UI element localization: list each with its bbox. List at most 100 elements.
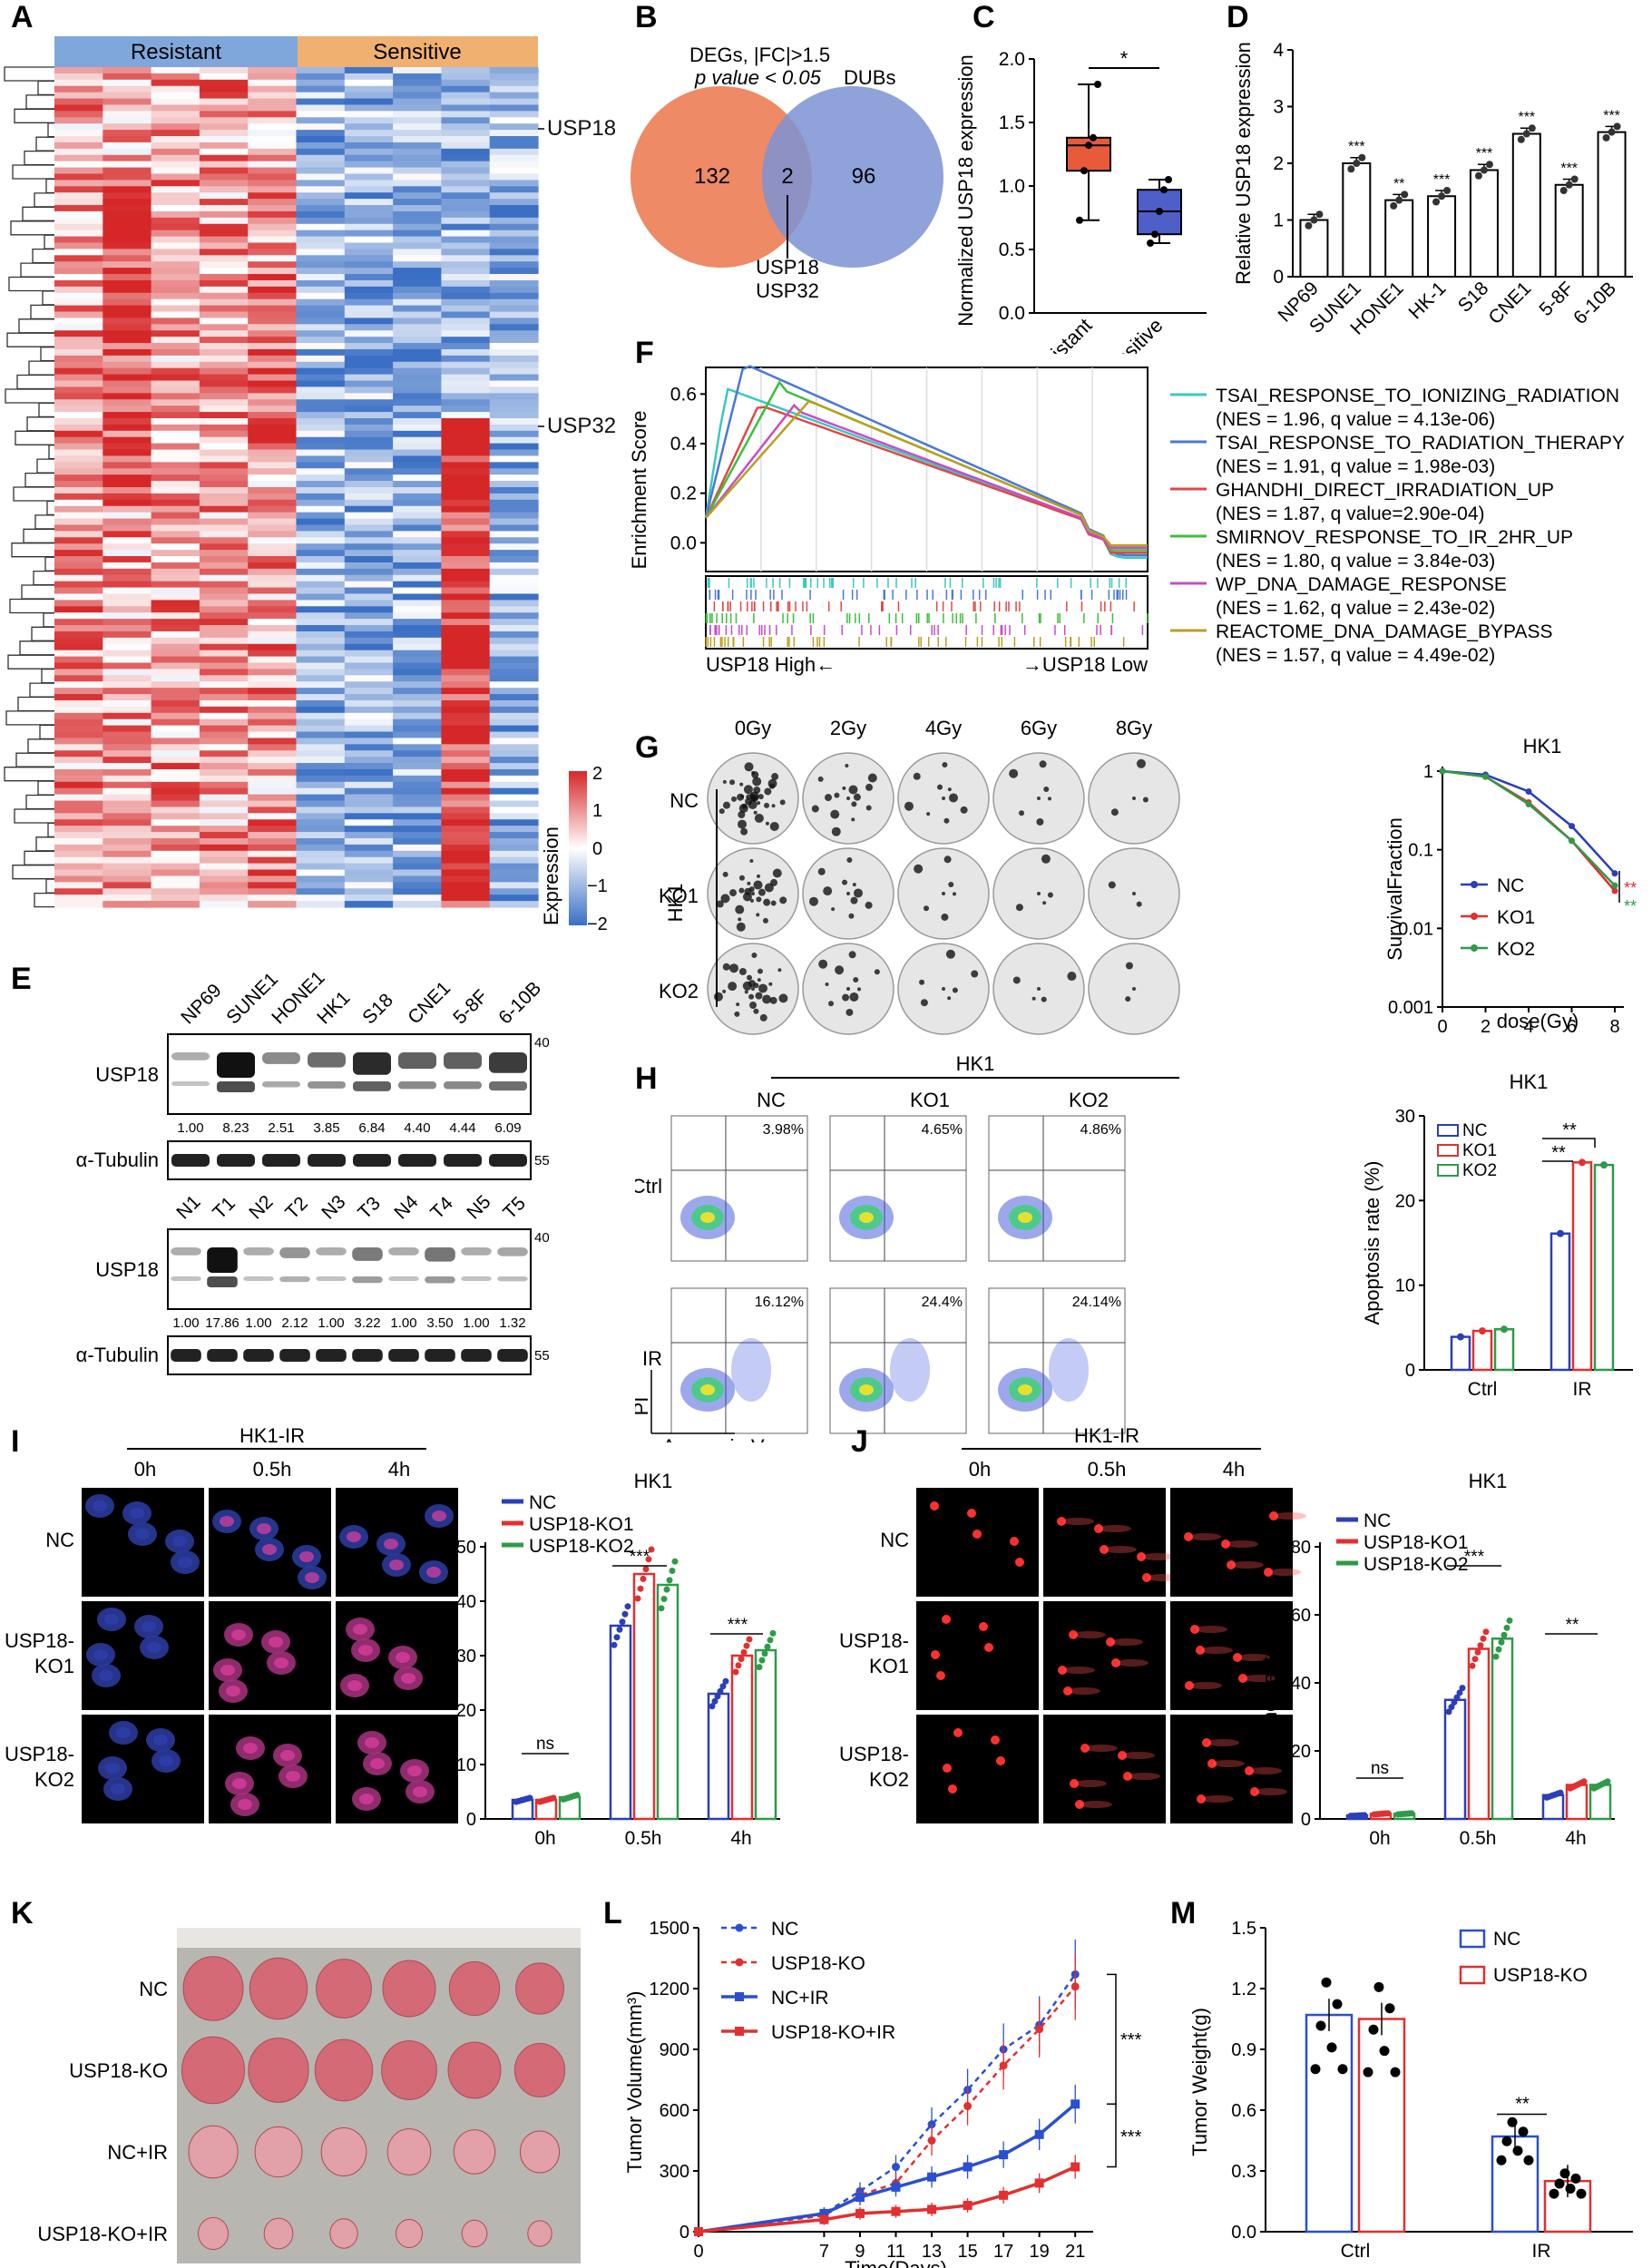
e-band xyxy=(308,1081,346,1089)
heat-cell xyxy=(296,593,346,601)
heat-cell xyxy=(296,67,346,74)
heat-cell xyxy=(489,230,539,238)
heat-cell xyxy=(54,98,103,106)
m-point xyxy=(1368,2024,1379,2035)
g-colony-dot xyxy=(762,917,768,924)
heat-cell xyxy=(296,600,346,607)
f-ylabel: Enrichment Score xyxy=(628,411,650,570)
k-tumor xyxy=(314,2038,374,2102)
d-point xyxy=(1528,124,1536,132)
heat-cell xyxy=(296,173,346,181)
heat-cell xyxy=(393,255,442,262)
heat-cell xyxy=(489,643,539,651)
m-point xyxy=(1559,2168,1570,2179)
cb-tick: 1 xyxy=(592,801,602,821)
d-sig: *** xyxy=(1433,172,1451,188)
g-colony-dot xyxy=(753,1008,759,1014)
g-colony-dot xyxy=(752,777,762,787)
heat-cell xyxy=(489,73,539,81)
g-colony-dot xyxy=(817,776,824,782)
heat-cell xyxy=(151,148,200,156)
l-point xyxy=(963,2200,973,2210)
heat-cell xyxy=(489,699,539,708)
heat-cell xyxy=(103,669,152,676)
m-point xyxy=(1379,2046,1390,2057)
k-tumor xyxy=(329,2218,358,2249)
f-legend-stat: (NES = 1.91, q value = 1.98e-03) xyxy=(1216,456,1495,477)
heat-cell xyxy=(489,901,539,908)
heat-cell xyxy=(441,242,491,250)
l-xtick: 19 xyxy=(1030,2242,1050,2262)
heat-cell xyxy=(103,725,152,733)
sensitive-label: Sensitive xyxy=(373,40,461,64)
heat-cell xyxy=(54,712,103,720)
heat-cell xyxy=(344,625,394,632)
heat-cell xyxy=(489,348,539,357)
h-col-label: NC xyxy=(757,1089,786,1111)
heat-cell xyxy=(199,67,249,74)
heat-cell xyxy=(199,374,249,382)
heat-cell xyxy=(103,763,152,770)
heat-cell xyxy=(151,712,200,720)
heat-cell xyxy=(54,807,103,814)
micro-ytick: 20 xyxy=(1291,1742,1311,1762)
heat-cell xyxy=(54,474,103,482)
heat-cell xyxy=(441,888,491,895)
heat-cell xyxy=(441,430,491,438)
heat-cell xyxy=(54,837,103,846)
heat-cell xyxy=(248,813,298,820)
heat-cell xyxy=(489,261,539,269)
g-colony-dot xyxy=(811,805,819,813)
heat-cell xyxy=(54,318,103,325)
heat-cell xyxy=(54,688,103,695)
heat-cell xyxy=(54,600,103,607)
g-colony-dot xyxy=(748,886,755,893)
heat-cell xyxy=(296,669,346,676)
heat-cell xyxy=(296,180,346,187)
heat-cell xyxy=(199,600,249,607)
heat-cell xyxy=(103,205,152,212)
heat-cell xyxy=(296,223,346,231)
heat-cell xyxy=(489,424,539,432)
g-colony-dot xyxy=(734,1011,740,1017)
heat-cell xyxy=(103,367,152,376)
heat-cell xyxy=(151,242,200,250)
heat-cell xyxy=(344,543,394,551)
heat-cell xyxy=(199,205,249,212)
heat-cell xyxy=(54,650,103,658)
heat-cell xyxy=(344,550,394,557)
g-colony-dot xyxy=(722,779,727,784)
g-colony-dot xyxy=(779,896,787,904)
g-colony-dot xyxy=(845,764,849,768)
heat-cell xyxy=(54,348,103,357)
heat-cell xyxy=(103,505,152,513)
heat-cell xyxy=(248,637,298,645)
heat-cell xyxy=(393,311,442,319)
heat-cell xyxy=(151,637,200,645)
dendro-branch xyxy=(32,248,54,264)
micro-point xyxy=(1503,1624,1510,1631)
micro-ytick: 80 xyxy=(1291,1538,1311,1558)
micro-point xyxy=(1459,1685,1466,1692)
heat-cell xyxy=(103,386,152,394)
c-point xyxy=(1085,142,1092,150)
heat-cell xyxy=(151,832,200,839)
heat-cell xyxy=(441,210,491,219)
heat-cell xyxy=(199,361,249,369)
heat-cell xyxy=(441,712,491,720)
heat-cell xyxy=(248,98,298,106)
g-dose: 0Gy xyxy=(735,717,771,739)
heat-cell xyxy=(441,757,491,764)
heat-cell xyxy=(248,524,298,532)
heat-cell xyxy=(489,205,539,212)
heat-cell xyxy=(199,449,249,457)
heat-cell xyxy=(296,261,346,269)
l-xtick: 11 xyxy=(886,2242,905,2262)
dendro-branch xyxy=(21,584,54,600)
heat-cell xyxy=(199,142,249,150)
heat-cell xyxy=(199,92,249,100)
micro-ytick: 20 xyxy=(456,1701,476,1721)
heat-cell xyxy=(441,600,491,607)
heat-cell xyxy=(199,167,249,175)
e-band xyxy=(461,1276,492,1281)
